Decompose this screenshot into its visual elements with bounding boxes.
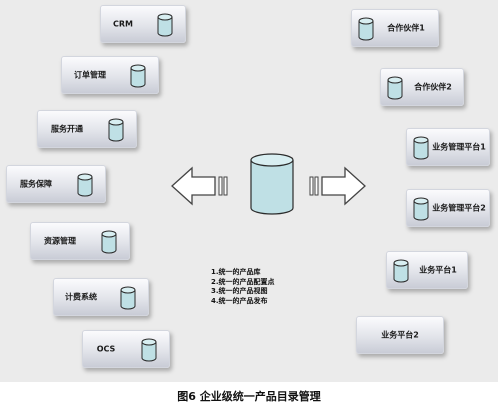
database-icon <box>101 230 117 254</box>
node-billing-system: 计费系统 <box>53 278 149 316</box>
node-service-assurance: 服务保障 <box>6 165 106 203</box>
database-icon <box>413 197 429 221</box>
node-business-mgmt-platform-1: 业务管理平台1 <box>406 128 490 166</box>
node-label: 服务保障 <box>20 179 52 189</box>
notes-item: 4.统一的产品发布 <box>211 296 268 305</box>
database-icon <box>141 338 157 362</box>
left-arrow-icon <box>171 166 228 206</box>
node-partner-2: 合作伙伴2 <box>380 68 464 106</box>
node-label: 合作伙伴2 <box>414 82 452 92</box>
database-icon <box>387 76 403 100</box>
node-label: 业务平台2 <box>381 330 419 340</box>
node-label: 业务管理平台2 <box>432 203 486 213</box>
database-icon <box>77 173 93 197</box>
central-database-icon <box>250 153 294 215</box>
node-label: 计费系统 <box>65 292 97 302</box>
node-business-platform-2: 业务平台2 <box>356 316 444 354</box>
notes-item: 3.统一的产品视图 <box>211 287 268 296</box>
node-service-provisioning: 服务开通 <box>37 110 137 148</box>
node-resource-management: 资源管理 <box>30 222 130 260</box>
database-icon <box>393 259 409 283</box>
node-business-platform-1: 业务平台1 <box>386 251 468 289</box>
node-label: CRM <box>113 19 133 29</box>
database-icon <box>120 286 136 310</box>
node-order-management: 订单管理 <box>61 56 159 94</box>
node-label: 资源管理 <box>44 236 76 246</box>
database-icon <box>157 13 173 37</box>
node-ocs: OCS <box>82 330 170 368</box>
node-partner-1: 合作伙伴1 <box>351 9 439 47</box>
database-icon <box>413 136 429 160</box>
notes-list: 1.统一的产品库 2.统一的产品配置点 3.统一的产品视图 4.统一的产品发布 <box>211 268 275 306</box>
database-icon <box>108 118 124 142</box>
notes-item: 1.统一的产品库 <box>211 268 261 276</box>
node-label: 合作伙伴1 <box>387 23 425 33</box>
node-label: 业务平台1 <box>419 265 457 275</box>
node-crm: CRM <box>100 5 186 43</box>
figure-caption: 图6 企业级统一产品目录管理 <box>177 390 321 403</box>
right-arrow-icon <box>309 166 366 206</box>
node-label: 业务管理平台1 <box>432 142 486 152</box>
node-business-mgmt-platform-2: 业务管理平台2 <box>406 189 490 227</box>
database-icon <box>130 64 146 88</box>
database-icon <box>358 17 374 41</box>
node-label: 订单管理 <box>74 70 106 80</box>
notes-item: 2.统一的产品配置点 <box>211 277 275 286</box>
node-label: OCS <box>96 344 116 354</box>
node-label: 服务开通 <box>51 124 83 134</box>
diagram-canvas: CRM 订单管理 服务开通 服务保障 资源管理 计 <box>0 0 498 382</box>
